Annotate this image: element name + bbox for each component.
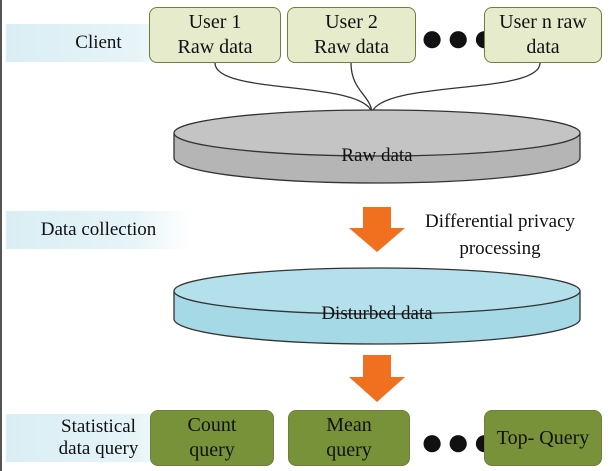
count-query-box: Count query: [150, 410, 274, 466]
processing-note-line2: processing: [459, 238, 541, 259]
user-box-2: User 2 Raw data: [287, 7, 416, 63]
raw-data-label: Raw data: [341, 145, 413, 166]
connector-user1: [214, 62, 373, 113]
top-query-box: Top- Query: [484, 410, 602, 466]
top-query-line1: Top- Query: [496, 426, 590, 449]
count-query-line2: query: [189, 439, 235, 461]
mean-query-line2: query: [326, 439, 372, 461]
processing-note: Differential privacy processing: [400, 208, 600, 262]
layer-label-data-collection: Data collection: [6, 211, 191, 249]
user-box-n-line2: data: [526, 36, 560, 58]
arrow-down-1: [349, 207, 405, 252]
user-box-2-line2: Raw data: [314, 36, 389, 58]
connector-usern: [371, 62, 541, 113]
raw-data-disk: [173, 109, 581, 184]
user-box-1-line1: User 1: [188, 11, 242, 33]
connector-user2: [350, 62, 373, 113]
layer-label-query-line1: Statistical: [61, 416, 136, 437]
user-box-2-line1: User 2: [325, 11, 378, 33]
mean-query-box: Mean query: [288, 410, 410, 466]
disturbed-data-label: Disturbed data: [321, 303, 433, 324]
left-frame-line: [0, 0, 2, 471]
user-box-1-line2: Raw data: [177, 36, 253, 58]
count-query-line1: Count: [187, 414, 237, 436]
user-box-1: User 1 Raw data: [149, 7, 281, 63]
arrow-down-2: [349, 355, 405, 402]
layer-label-query-line2: data query: [58, 438, 139, 459]
user-box-n: User n raw data: [484, 7, 602, 63]
mean-query-line1: Mean: [326, 414, 372, 436]
disturbed-data-disk: [173, 267, 581, 345]
user-box-n-line1: User n raw: [499, 11, 587, 33]
processing-note-line1: Differential privacy: [425, 211, 575, 232]
